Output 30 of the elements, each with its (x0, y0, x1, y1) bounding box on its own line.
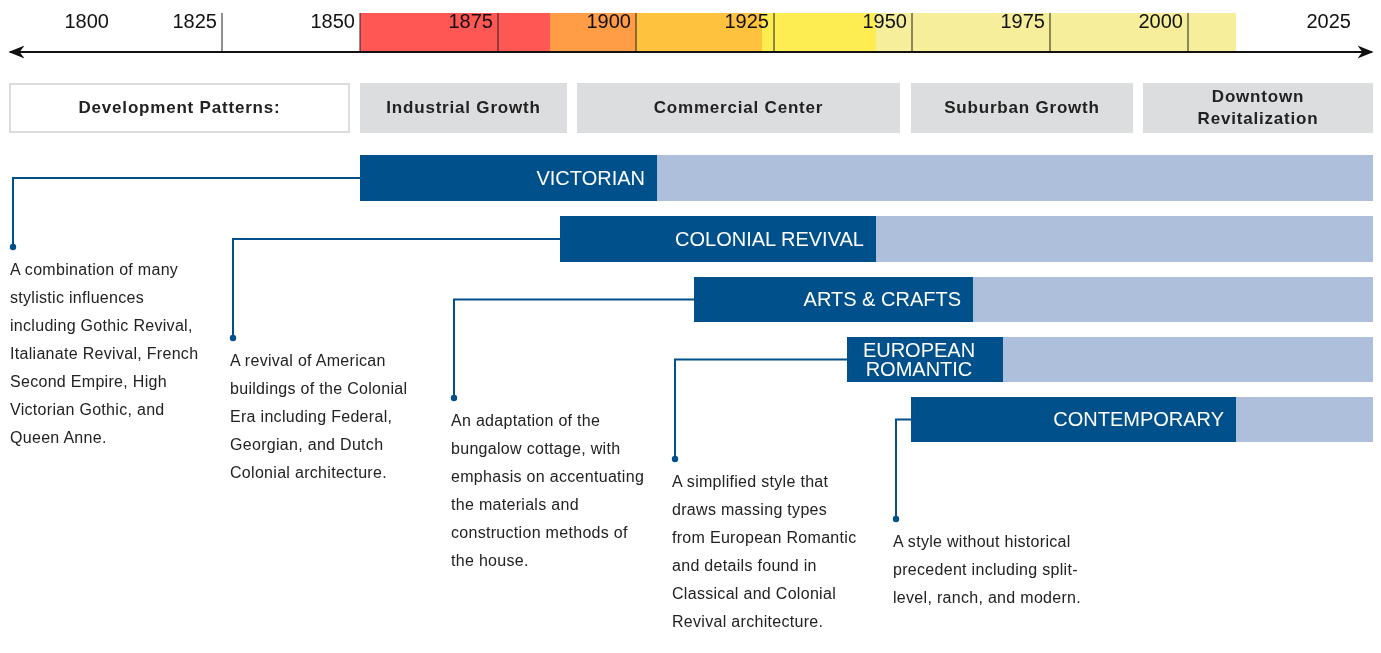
year-label: 1950 (862, 10, 908, 33)
leader-line (229, 238, 561, 342)
year-label: 1975 (1000, 10, 1046, 33)
year-label: 1825 (172, 10, 218, 33)
year-label: 1925 (724, 10, 770, 33)
style-bar: COLONIAL REVIVAL (560, 216, 1373, 262)
description-text: A style without historical precedent including split-level, ranch, and modern. (893, 519, 1083, 649)
style-bar: ARTS & CRAFTS (694, 277, 1373, 322)
year-label: 2000 (1138, 10, 1184, 33)
year-label: 1875 (448, 10, 494, 33)
description-text: A combination of many stylistic influences including Gothic Revival, Italianate Revival, French Second Empire, High Victorian Gothic, and Queen Anne. (10, 247, 200, 477)
leader-line (450, 298, 695, 402)
description-text: An adaptation of the bungalow cottage, with emphasis on accentuating the materials and construction methods of the house. (451, 398, 651, 608)
pattern-box: Suburban Growth (911, 83, 1133, 133)
year-label: 2025 (1306, 10, 1352, 33)
pattern-box: Industrial Growth (360, 83, 567, 133)
leader-line (671, 358, 848, 463)
style-bar: CONTEMPORARY (911, 397, 1373, 442)
style-bar: VICTORIAN (360, 155, 1373, 201)
description-text: A simplified style that draws massing types from European Romantic and details found in Classical and Colonial Revival architecture. (672, 459, 862, 653)
leader-line (9, 177, 361, 251)
style-bar: EUROPEAN ROMANTIC (847, 337, 1373, 382)
year-label: 1900 (586, 10, 632, 33)
pattern-box: Downtown Revitalization (1143, 83, 1373, 133)
year-label: 1800 (64, 10, 110, 33)
pattern-box: Commercial Center (577, 83, 900, 133)
pattern-box: Development Patterns: (9, 83, 350, 133)
year-label: 1850 (310, 10, 356, 33)
description-text: A revival of American buildings of the Colonial Era including Federal, Georgian, and Dutch Colonial architecture. (230, 338, 430, 518)
leader-line (892, 418, 912, 523)
